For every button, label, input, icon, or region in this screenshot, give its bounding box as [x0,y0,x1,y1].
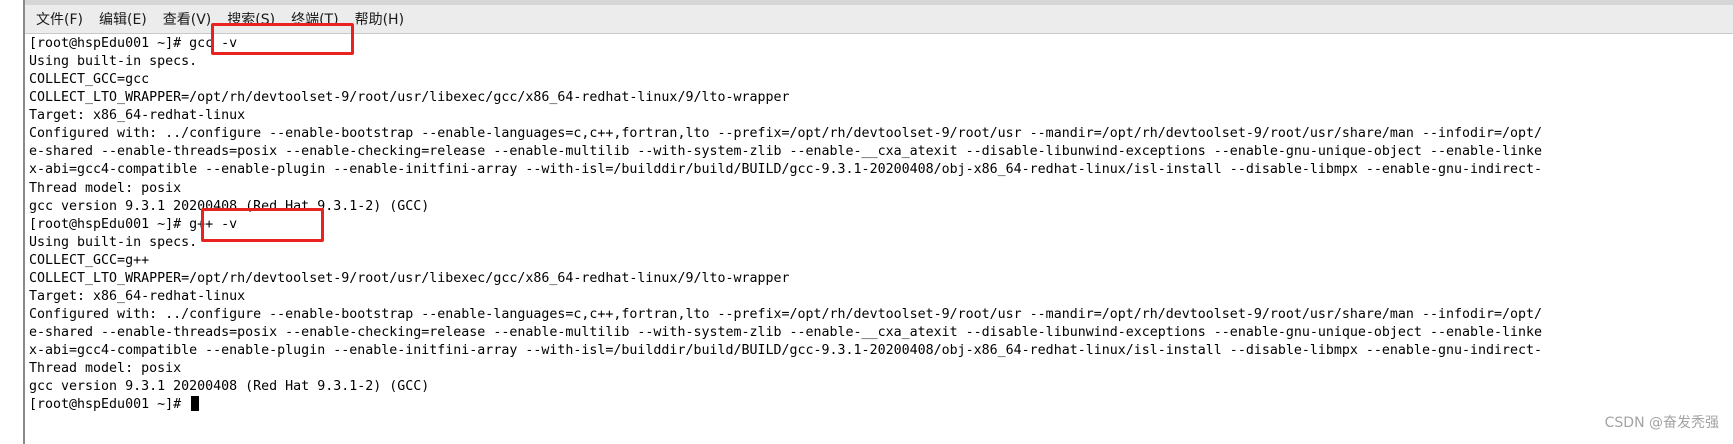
terminal-line: COLLECT_GCC=gcc [29,72,150,88]
text-cursor [191,396,200,412]
menu-search[interactable]: 搜索(S) [227,12,276,28]
menu-edit[interactable]: 编辑(E) [98,12,147,28]
terminal-prompt-line[interactable]: [root@hspEdu001 ~]# [29,396,1731,414]
menu-help[interactable]: 帮助(H) [354,12,405,28]
terminal-prompt: [root@hspEdu001 ~]# [29,397,190,413]
terminal-line: Configured with: ../configure --enable-b… [29,306,1543,322]
terminal-line: gcc version 9.3.1 20200408 (Red Hat 9.3.… [29,379,430,395]
terminal-line: Thread model: posix [29,361,182,377]
terminal-line: Using built-in specs. [29,54,198,70]
terminal-line: e-shared --enable-threads=posix --enable… [29,325,1543,340]
terminal-line: Using built-in specs. [29,234,198,250]
watermark: CSDN @奋发秃强 [1604,415,1719,431]
menu-view[interactable]: 查看(V) [162,12,212,28]
terminal-line: Configured with: ../configure --enable-b… [29,126,1543,142]
terminal-line: x-abi=gcc4-compatible --enable-plugin --… [29,343,1543,359]
terminal-line: COLLECT_LTO_WRAPPER=/opt/rh/devtoolset-9… [29,270,790,286]
terminal-line: x-abi=gcc4-compatible --enable-plugin --… [29,162,1543,178]
terminal-line: Target: x86_64-redhat-linux [29,288,246,304]
terminal-window: 文件(F) 编辑(E) 查看(V) 搜索(S) 终端(T) 帮助(H) [roo… [23,0,1733,444]
terminal-output[interactable]: [root@hspEdu001 ~]# gcc -v Using built-i… [29,34,1731,441]
terminal-line: Thread model: posix [29,180,182,196]
terminal-line: COLLECT_GCC=g++ [29,252,150,268]
terminal-line: gcc version 9.3.1 20200408 (Red Hat 9.3.… [29,198,430,214]
menu-bar: 文件(F) 编辑(E) 查看(V) 搜索(S) 终端(T) 帮助(H) [25,0,1733,34]
terminal-line: COLLECT_LTO_WRAPPER=/opt/rh/devtoolset-9… [29,90,790,106]
terminal-line: [root@hspEdu001 ~]# gcc -v [29,36,238,51]
terminal-line: Target: x86_64-redhat-linux [29,108,246,124]
menu-file[interactable]: 文件(F) [36,12,83,28]
menu-terminal[interactable]: 终端(T) [291,12,339,28]
terminal-line: [root@hspEdu001 ~]# g++ -v [29,216,238,232]
terminal-line: e-shared --enable-threads=posix --enable… [29,144,1543,160]
